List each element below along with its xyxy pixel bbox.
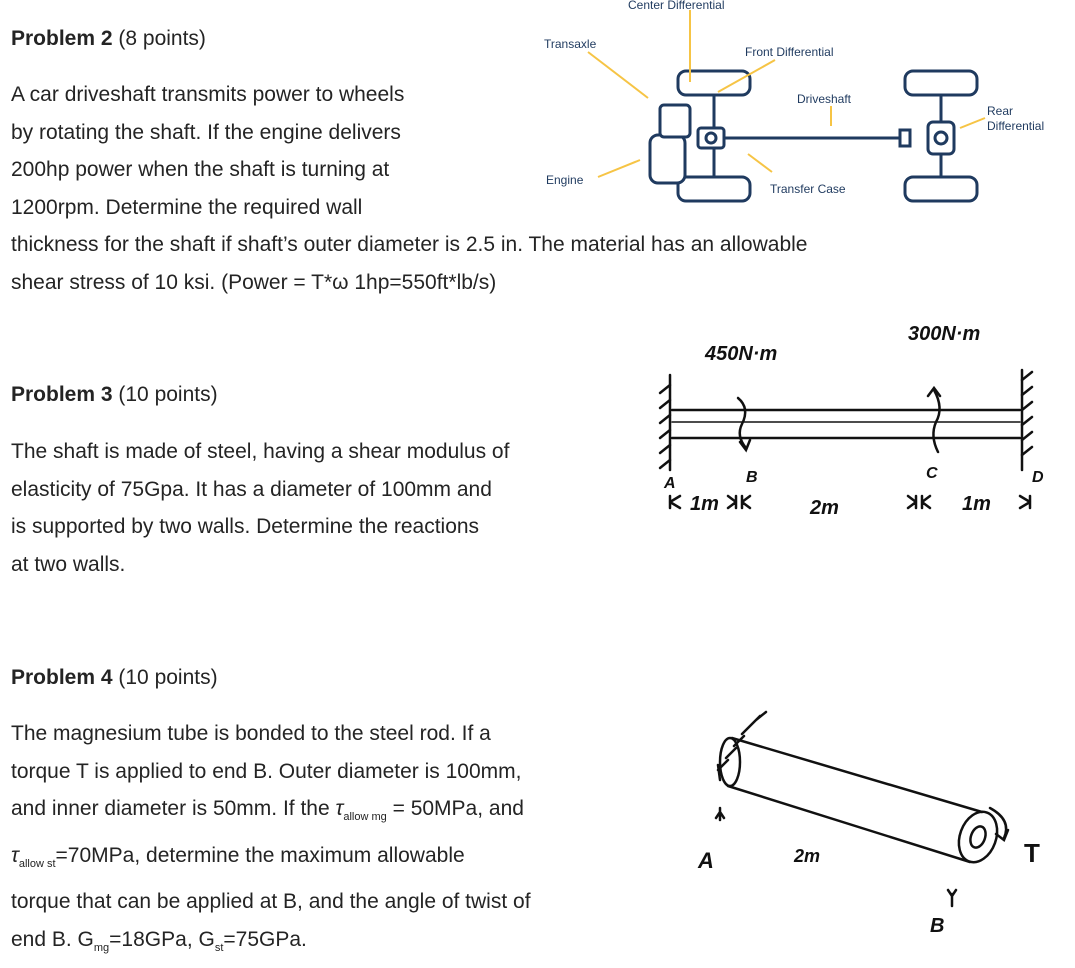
problem-3-line: is supported by two walls. Determine the… <box>11 515 480 538</box>
label-driveshaft: Driveshaft <box>797 92 852 106</box>
drivetrain-diagram: Center Differential Transaxle Front Diff… <box>544 0 1044 203</box>
front-right-wheel <box>676 175 752 203</box>
problem-2-line: thickness for the shaft if shaft’s outer… <box>11 233 808 256</box>
label-engine: Engine <box>546 173 584 187</box>
torque-c-label: 300N·m <box>908 323 980 345</box>
problem-4-points: (10 points) <box>112 666 218 689</box>
label-rear: Rear <box>987 104 1013 118</box>
problem-4-line: torque that can be applied at B, and the… <box>11 890 531 914</box>
problem-4-line: torque T is applied to end B. Outer diam… <box>11 759 522 783</box>
label-differential: Differential <box>987 119 1044 133</box>
length-label: 2m <box>793 846 820 866</box>
transaxle-box <box>658 103 692 139</box>
rear-right-wheel <box>903 175 979 203</box>
point-d-label: D <box>1032 469 1044 486</box>
label-front-differential: Front Differential <box>745 45 833 59</box>
problem-2-line: 1200rpm. Determine the required wall <box>11 195 363 219</box>
point-a-label: A <box>697 848 714 873</box>
cylinder-top-edge <box>730 736 984 814</box>
end-b-inner <box>969 825 987 849</box>
problem-2-line: by rotating the shaft. If the engine del… <box>11 120 401 144</box>
problem-4-line: τallow st=70MPa, determine the maximum a… <box>11 843 465 870</box>
label-center-differential: Center Differential <box>628 0 725 12</box>
rear-left-wheel <box>903 69 979 97</box>
point-b-label: B <box>930 915 944 937</box>
torque-c-arrow <box>932 388 941 454</box>
problem-4-line: end B. Gmg=18GPa, Gst=75GPa. <box>11 927 307 955</box>
allow-st-subscript: allow st <box>18 857 56 870</box>
problem-2-title: Problem 2 <box>11 27 113 50</box>
problem-2-line: A car driveshaft transmits power to whee… <box>11 83 405 106</box>
st-subscript: st <box>214 942 224 955</box>
problem-4-title: Problem 4 <box>11 666 113 689</box>
torque-t-label: T <box>1024 838 1040 868</box>
problem-4-body: The magnesium tube is bonded to the stee… <box>11 715 531 968</box>
problem-2-body: A car driveshaft transmits power to whee… <box>11 76 807 301</box>
problem-2-line: shear stress of 10 ksi. (Power = T*ω 1hp… <box>11 270 497 294</box>
problem-4-line: and inner diameter is 50mm. If the τallo… <box>11 797 524 824</box>
cylinder-bottom-edge <box>726 784 972 864</box>
dim-ab-label: 1m <box>690 493 719 515</box>
problem-3-title: Problem 3 <box>11 383 113 406</box>
allow-mg-subscript: allow mg <box>343 811 387 824</box>
problem-2-points: (8 points) <box>112 27 206 50</box>
problem-3-body: The shaft is made of steel, having a she… <box>11 433 509 583</box>
problem-3-line: elasticity of 75Gpa. It has a diameter o… <box>11 477 492 501</box>
dim-cd-label: 1m <box>962 493 991 515</box>
label-transfer-case: Transfer Case <box>770 182 846 196</box>
engine-block <box>648 133 687 185</box>
point-c-label: C <box>926 465 938 482</box>
problem-4-line: The magnesium tube is bonded to the stee… <box>11 722 491 745</box>
front-left-wheel <box>676 69 752 97</box>
end-b-outer <box>957 810 999 864</box>
dim-bc-label: 2m <box>809 497 839 519</box>
point-b-label: B <box>746 469 758 486</box>
shaft-walls-diagram: 450N·m 300N·m A B C D 1m 2m 1m <box>658 323 1044 519</box>
problem-2-line: 200hp power when the shaft is turning at <box>11 158 390 181</box>
point-a-label: A <box>663 475 676 492</box>
tube-rod-diagram: A B T 2m <box>697 710 1040 937</box>
label-transaxle: Transaxle <box>544 37 597 51</box>
problem-3-heading: Problem 3 (10 points) <box>11 383 218 407</box>
problem-3-line: at two walls. <box>11 552 126 576</box>
torque-b-arrow <box>736 396 748 450</box>
tau-symbol: τ <box>335 797 344 820</box>
tau-symbol: τ <box>11 843 19 867</box>
problem-2-heading: Problem 2 (8 points) <box>11 27 206 51</box>
problem-3-line: The shaft is made of steel, having a she… <box>11 440 510 463</box>
torque-b-label: 450N·m <box>704 343 777 365</box>
problem-3-points: (10 points) <box>112 383 218 406</box>
problem-4-heading: Problem 4 (10 points) <box>11 666 218 690</box>
mg-subscript: mg <box>93 942 110 955</box>
